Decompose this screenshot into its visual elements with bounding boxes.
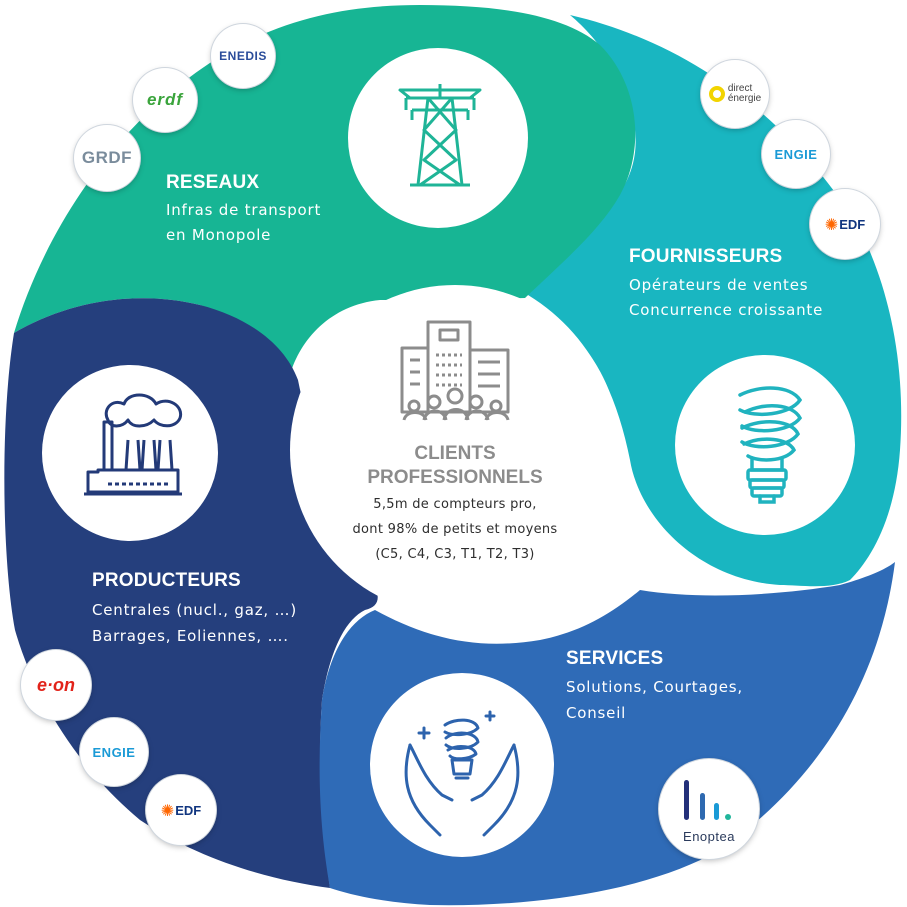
engie-logo-fournisseurs: ENGIE — [762, 120, 830, 188]
reseaux-title: RESEAUX — [166, 172, 260, 193]
engie-logo-producteurs-text: ENGIE — [92, 744, 136, 760]
enedis-logo: ENEDIS — [211, 24, 275, 88]
enoptea-logo-text: Enoptea — [683, 828, 735, 844]
enoptea-logo: Enoptea — [659, 759, 759, 859]
direct-energie-words: direct énergie — [728, 84, 761, 104]
producteurs-title: PRODUCTEURS — [92, 570, 241, 591]
fournisseurs-title: FOURNISSEURS — [629, 246, 783, 267]
grdf-logo-text: GRDF — [81, 148, 133, 167]
erdf-logo: erdf — [133, 68, 197, 132]
edf-logo-fournisseurs: ✺ EDF — [810, 189, 880, 259]
services-line-2: Conseil — [566, 704, 627, 722]
services-title: SERVICES — [566, 648, 664, 669]
light-bulb-icon — [738, 386, 803, 504]
direct-energie-word-2: énergie — [727, 93, 762, 104]
center-line-3: (C5, C4, C3, T1, T2, T3) — [375, 547, 535, 562]
direct-energie-sun-icon — [708, 86, 725, 102]
producteurs-line-2: Barrages, Eoliennes, …. — [92, 627, 289, 645]
edf-logo-fournisseurs-text: EDF — [839, 216, 866, 232]
services-line-1: Solutions, Courtages, — [566, 678, 743, 696]
erdf-logo-text: erdf — [146, 90, 184, 109]
center-title-line-1: CLIENTS — [414, 443, 496, 464]
grdf-logo: GRDF — [74, 125, 140, 191]
edf-logo-producteurs-text: EDF — [175, 802, 202, 818]
fournisseurs-line-2: Concurrence croissante — [629, 301, 824, 319]
reseaux-line-2: en Monopole — [166, 226, 272, 244]
building-people-icon — [400, 320, 510, 421]
enedis-logo-text: ENEDIS — [219, 49, 267, 63]
hands-bulb-icon — [404, 710, 520, 837]
producteurs-icon-disk — [42, 365, 218, 541]
edf-logo-producteurs: ✺ EDF — [146, 775, 216, 845]
center-title-line-2: PROFESSIONNELS — [367, 467, 543, 488]
pylon-icon — [398, 84, 482, 187]
direct-energie-logo: direct énergie — [701, 60, 769, 128]
edf-logo-producteurs-star-icon: ✺ — [160, 800, 175, 820]
reseaux-line-1: Infras de transport — [166, 201, 322, 219]
eon-logo-text: e·on — [37, 674, 75, 695]
enoptea-bars-icon — [684, 779, 731, 820]
factory-icon — [84, 393, 183, 496]
producteurs-line-1: Centrales (nucl., gaz, …) — [92, 601, 297, 619]
eon-logo: e·on — [21, 650, 91, 720]
engie-logo-producteurs: ENGIE — [80, 718, 148, 786]
center-line-1: 5,5m de compteurs pro, — [373, 497, 537, 512]
engie-logo-fournisseurs-text: ENGIE — [774, 146, 818, 162]
center-line-2: dont 98% de petits et moyens — [352, 522, 558, 537]
fournisseurs-line-1: Opérateurs de ventes — [629, 276, 809, 294]
reseaux-icon-disk — [348, 48, 528, 228]
services-icon-disk — [370, 673, 554, 857]
edf-logo-fournisseurs-star-icon: ✺ — [824, 214, 839, 234]
direct-energie-word-1: direct — [727, 83, 753, 94]
center-disk — [290, 285, 620, 615]
